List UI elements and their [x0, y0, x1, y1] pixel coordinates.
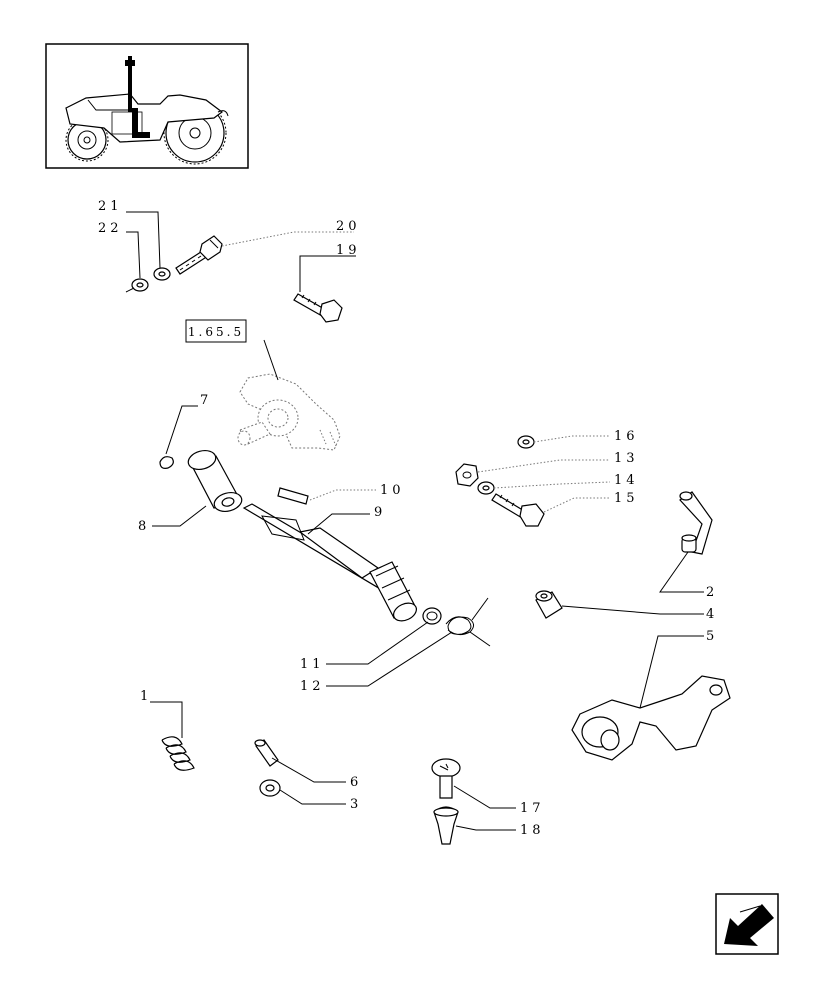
bracket-reference-part: [237, 373, 341, 451]
callout-16: 16: [614, 429, 639, 444]
callout-10: 10: [380, 483, 405, 498]
bottom-parts: [161, 736, 461, 845]
callout-11: 11: [300, 657, 325, 672]
reference-box[interactable]: 1.65.5: [185, 319, 247, 343]
callout-2: 2: [706, 585, 718, 600]
callout-18: 18: [520, 823, 545, 838]
callout-5: 5: [706, 629, 718, 644]
callout-7: 7: [200, 393, 212, 408]
reference-box-label: 1.65.5: [188, 325, 244, 339]
callout-22: 22: [98, 221, 123, 236]
right-parts: [455, 435, 731, 761]
callout-14: 14: [614, 473, 639, 488]
callout-13: 13: [614, 451, 639, 466]
previous-page-arrow-icon[interactable]: [715, 893, 779, 955]
callout-8: 8: [138, 519, 150, 534]
callout-19: 19: [336, 243, 361, 258]
callout-6: 6: [350, 775, 362, 790]
callout-21: 21: [98, 199, 123, 214]
callout-1: 1: [140, 689, 152, 704]
callout-12: 12: [300, 679, 325, 694]
callout-15: 15: [614, 491, 639, 506]
callout-17: 17: [520, 801, 545, 816]
tractor-thumbnail: [45, 43, 249, 169]
shaft-assembly: [159, 449, 491, 647]
callout-9: 9: [374, 505, 386, 520]
callout-4: 4: [706, 607, 718, 622]
fasteners-group-top: [125, 235, 343, 323]
callout-20: 20: [336, 219, 361, 234]
callout-labels: 21 22 20 19 7 16 13 14 15 10 9 8 2 4 5 1…: [98, 199, 718, 838]
leader-lines: [126, 211, 704, 831]
callout-3: 3: [350, 797, 362, 812]
